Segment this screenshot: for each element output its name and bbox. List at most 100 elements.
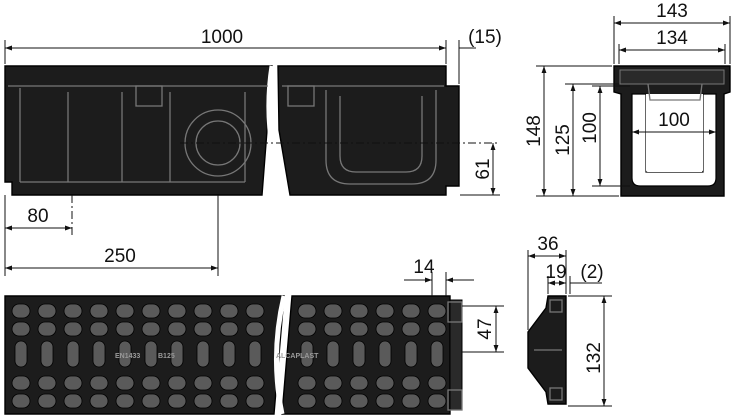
- grating-slot: [323, 303, 343, 319]
- grating-slot: [193, 321, 213, 337]
- grating-slot: [193, 303, 213, 319]
- dim-14-label: 14: [413, 257, 435, 278]
- grating-slot: [63, 393, 83, 409]
- grating-slot: [349, 321, 369, 337]
- grating-slot: [141, 375, 161, 391]
- marking-class: B125: [158, 353, 175, 360]
- grating-slot: [375, 321, 395, 337]
- grating-slot: [323, 393, 343, 409]
- grating-slot: [245, 375, 265, 391]
- grating-slot: [378, 340, 392, 368]
- grating-slot: [14, 340, 28, 368]
- dim-outlet-offset: 80: [4, 195, 73, 276]
- marking-brand: ALCAPLAST: [276, 353, 319, 360]
- dim-grating-length: 132: [568, 295, 612, 407]
- marking-standard: EN1433: [115, 353, 140, 360]
- grating-plan-view: EN1433 B125 ALCAPLAST: [4, 295, 463, 415]
- dim-end-width: 47: [462, 305, 504, 353]
- dim-61-label: 61: [473, 158, 494, 179]
- grating-slot: [297, 321, 317, 337]
- grating-slot: [193, 375, 213, 391]
- dim-15-label: (15): [468, 27, 502, 48]
- grating-slot: [219, 393, 239, 409]
- grating-slot: [167, 303, 187, 319]
- grating-slot: [375, 393, 395, 409]
- dim-36-label: 36: [537, 234, 558, 255]
- dim-grating-inner-width: 19: [545, 262, 567, 294]
- grating-slot: [401, 375, 421, 391]
- dim-2-label: (2): [580, 262, 603, 283]
- grating-slot: [401, 393, 421, 409]
- dim-outer-width: 143: [613, 1, 731, 64]
- grating-slot: [193, 393, 213, 409]
- dim-100d-label: 100: [580, 112, 601, 144]
- grating-slot: [37, 375, 57, 391]
- grating-slot: [115, 375, 135, 391]
- grating-slot: [196, 340, 210, 368]
- dim-channel-depth: 100: [580, 85, 630, 187]
- grating-slot: [375, 375, 395, 391]
- grating-slot: [89, 321, 109, 337]
- grating-slot: [248, 340, 262, 368]
- grating-slot: [11, 303, 31, 319]
- grating-slot: [141, 393, 161, 409]
- grating-section-view: [527, 295, 567, 405]
- dim-100w-label: 100: [658, 110, 690, 131]
- grating-slot: [297, 393, 317, 409]
- grating-slot: [352, 340, 366, 368]
- grating-slot: [323, 321, 343, 337]
- grating-slot: [115, 393, 135, 409]
- grating-slot: [300, 340, 314, 368]
- grating-slot: [323, 375, 343, 391]
- grating-slot: [401, 303, 421, 319]
- grating-slot: [92, 340, 106, 368]
- grating-slot: [11, 393, 31, 409]
- grating-slot: [170, 340, 184, 368]
- grating-slot: [11, 321, 31, 337]
- dim-overall-length: 1000: [4, 27, 447, 64]
- grating-slot: [37, 321, 57, 337]
- dim-132-label: 132: [584, 342, 605, 374]
- grating-slot: [63, 375, 83, 391]
- dim-134-label: 134: [656, 28, 688, 49]
- grating-slot: [427, 321, 447, 337]
- grating-slot: [89, 375, 109, 391]
- dim-19-label: 19: [545, 262, 566, 283]
- grating-slot: [11, 375, 31, 391]
- grating-slot: [219, 321, 239, 337]
- dim-47-label: 47: [475, 318, 496, 339]
- grating-slot: [245, 321, 265, 337]
- grating-slot: [167, 393, 187, 409]
- grating-slot: [404, 340, 418, 368]
- grating-slot: [167, 321, 187, 337]
- grating-slot: [349, 375, 369, 391]
- dim-body-height: 125: [553, 83, 619, 196]
- grating-slot: [297, 375, 317, 391]
- grating-slot: [222, 340, 236, 368]
- dim-grating-width: 36: [527, 234, 567, 330]
- grating-slot: [430, 340, 444, 368]
- grating-slot: [89, 393, 109, 409]
- dim-143-label: 143: [656, 1, 688, 22]
- grating-slot: [144, 340, 158, 368]
- grating-slot: [141, 321, 161, 337]
- dim-inner-top-width: 134: [618, 28, 726, 64]
- grating-slot: [219, 375, 239, 391]
- grating-slot: [427, 375, 447, 391]
- dim-total-height: 148: [524, 65, 619, 197]
- grating-slot: [63, 321, 83, 337]
- grating-slot: [427, 303, 447, 319]
- grating-slot: [245, 393, 265, 409]
- grating-slot: [40, 340, 54, 368]
- grating-slot: [349, 303, 369, 319]
- channel-cross-section: [613, 65, 731, 197]
- grating-slot: [118, 340, 132, 368]
- dim-148-label: 148: [524, 115, 545, 147]
- grating-slot: [245, 303, 265, 319]
- dim-outlet-height: 61: [460, 143, 500, 196]
- grating-slot: [37, 303, 57, 319]
- dim-80-label: 80: [27, 206, 48, 227]
- grating-slot: [401, 321, 421, 337]
- dim-bar-width: 14: [404, 257, 474, 296]
